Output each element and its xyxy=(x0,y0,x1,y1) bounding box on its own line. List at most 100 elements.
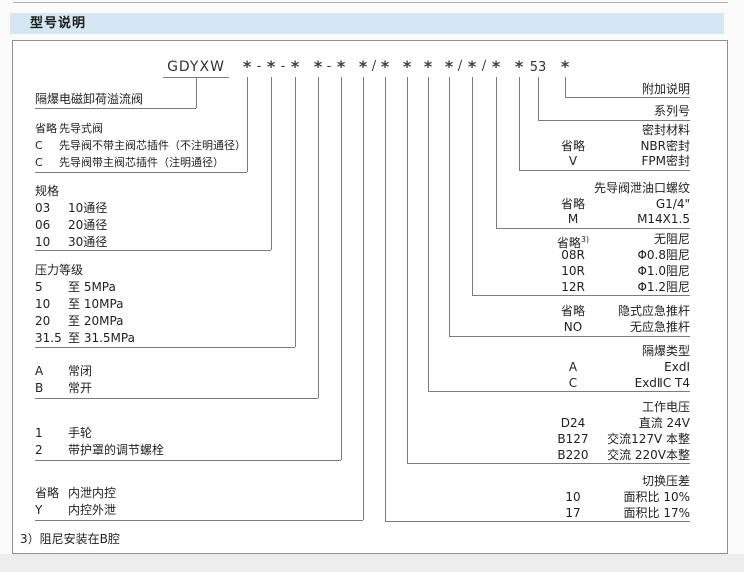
leader-line xyxy=(428,77,429,391)
code-dash: - xyxy=(280,59,286,74)
size-row: 03 10通径 xyxy=(35,201,107,216)
damping-row: 08R Φ0.8阻尼 xyxy=(552,248,690,263)
row-label: 直流 24V xyxy=(638,416,690,430)
seal-material-row: 省略 NBR密封 xyxy=(552,139,690,154)
code-star: * xyxy=(242,57,252,76)
leader-line xyxy=(496,228,690,229)
leader-line xyxy=(35,250,271,251)
row-code: 06 xyxy=(35,218,51,232)
row-label: 10通径 xyxy=(68,201,108,215)
damping-row: 12R Φ1.2阻尼 xyxy=(552,280,690,295)
row-code: 10 xyxy=(565,490,581,504)
exproof-type-row: A ExdⅠ xyxy=(552,360,690,375)
row-label: 至 20MPa xyxy=(68,314,124,328)
code-star: * xyxy=(358,57,368,76)
row-code: 省略 xyxy=(560,197,585,211)
working-voltage-row: D24 直流 24V xyxy=(552,416,690,431)
pilot-drain-thread-row: 省略 G1/4" xyxy=(552,197,690,212)
section-header: 型号说明 xyxy=(10,13,724,34)
normal-state-row: A 常闭 xyxy=(35,364,92,379)
footnote-marker: 3) xyxy=(580,235,590,244)
leader-line xyxy=(407,463,690,464)
emergency-pushrod-row: 省略 隐式应急推杆 xyxy=(552,304,690,319)
code-star: * xyxy=(491,57,501,76)
leader-line xyxy=(35,520,363,521)
row-code-text: 省略 xyxy=(556,236,581,250)
pilot-drain-thread-title: 先导阀泄油口螺纹 xyxy=(593,181,690,195)
prefix-underline xyxy=(163,77,229,78)
working-voltage-row: B220 交流 220V本整 xyxy=(552,448,690,463)
leader-line xyxy=(385,77,386,521)
row-label: 至 31.5MPa xyxy=(68,331,135,345)
row-code: 12R xyxy=(561,280,585,294)
row-code: B220 xyxy=(557,448,589,462)
row-label: Φ1.2阻尼 xyxy=(637,280,690,294)
row-code: 省略 xyxy=(560,139,585,153)
row-code: 20 xyxy=(35,314,51,328)
adjustment-row: 2 带护罩的调节螺栓 xyxy=(35,443,164,458)
working-voltage-title: 工作电压 xyxy=(641,400,690,414)
code-star: * xyxy=(402,57,412,76)
row-code: 5 xyxy=(35,280,43,294)
code-dash: - xyxy=(326,59,332,74)
row-label: G1/4" xyxy=(655,197,690,211)
row-code: 03 xyxy=(35,201,51,215)
row-code: D24 xyxy=(560,416,586,430)
row-code: C xyxy=(35,156,43,169)
leader-line xyxy=(449,336,690,337)
leader-line xyxy=(519,170,690,171)
row-label: 先导式阀 xyxy=(59,122,103,135)
leader-line xyxy=(363,77,364,520)
block-title: 规格 xyxy=(35,184,60,198)
code-star: * xyxy=(560,57,570,76)
additional-note-title: 附加说明 xyxy=(641,82,690,96)
emergency-pushrod-row: NO 无应急推杆 xyxy=(552,320,690,335)
row-label: 先导阀带主阀芯插件（注明通径） xyxy=(59,156,224,169)
code-star: * xyxy=(514,57,524,76)
row-label: 无应急推杆 xyxy=(629,320,690,334)
row-code: 10 xyxy=(35,235,51,249)
row-code: C xyxy=(35,139,43,152)
exproof-type-row: C ExdⅡC T4 xyxy=(552,376,690,391)
row-code: 10R xyxy=(561,264,585,278)
row-label: ExdⅡC T4 xyxy=(634,376,690,390)
leader-line xyxy=(538,120,690,121)
code-slash: / xyxy=(481,59,487,74)
row-code: B127 xyxy=(557,432,589,446)
drain-control-row: Y 内控外泄 xyxy=(35,503,116,518)
size-title: 规格 xyxy=(35,184,59,199)
row-code: 省略 xyxy=(560,304,585,318)
leader-line xyxy=(35,347,295,348)
row-code: Y xyxy=(35,503,43,517)
leader-line xyxy=(407,77,408,463)
top-rule xyxy=(13,2,728,3)
drain-control-row: 省略 内泄内控 xyxy=(35,486,116,501)
pilot-drain-thread-row: M M14X1.5 xyxy=(552,212,690,227)
leader-line xyxy=(538,77,539,120)
leader-line xyxy=(35,108,196,109)
working-voltage-row: B127 交流127V 本整 xyxy=(552,432,690,447)
leader-line xyxy=(496,77,497,228)
code-star: * xyxy=(290,57,300,76)
normal-state-row: B 常开 xyxy=(35,381,92,396)
code-slash: / xyxy=(371,59,377,74)
row-code: 10 xyxy=(35,297,51,311)
seal-material-row: V FPM密封 xyxy=(552,154,690,169)
damping-row: 10R Φ1.0阻尼 xyxy=(552,264,690,279)
pressure-grade-row: 20 至 20MPa xyxy=(35,314,124,329)
leader-line xyxy=(519,77,520,170)
leader-line xyxy=(385,521,690,522)
block-title: 压力等级 xyxy=(35,263,84,277)
damping-row: 省略3) 无阻尼 xyxy=(552,232,690,250)
code-star: * xyxy=(444,57,454,76)
row-code: 省略 xyxy=(35,122,57,135)
leader-line xyxy=(428,391,690,392)
code-dash: - xyxy=(256,59,262,74)
adjustment-row: 1 手轮 xyxy=(35,426,92,441)
leader-line xyxy=(35,172,247,173)
exproof-type-title: 隔爆类型 xyxy=(641,344,690,358)
row-label: Φ1.0阻尼 xyxy=(637,264,690,278)
row-label: 带护罩的调节螺栓 xyxy=(68,443,165,457)
leader-line xyxy=(247,77,248,172)
row-label: 隐式应急推杆 xyxy=(617,304,690,318)
